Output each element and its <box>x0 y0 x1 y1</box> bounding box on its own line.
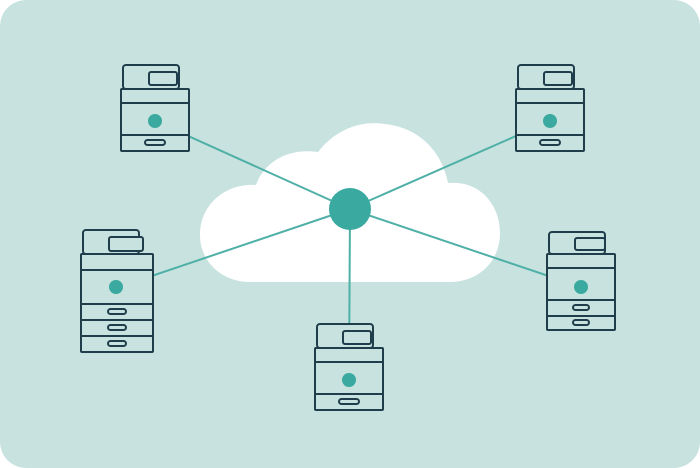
printer-top-right <box>515 64 585 152</box>
printer-connection-dot <box>543 114 557 128</box>
printer-connection-dot <box>574 280 588 294</box>
printer-mid-left <box>80 229 154 353</box>
printer-icon <box>515 64 585 152</box>
printer-mid-right <box>546 231 616 331</box>
link-to-printer-mid-left <box>115 208 351 289</box>
printer-bottom <box>314 323 384 411</box>
printer-icon <box>314 323 384 411</box>
printer-connection-dot <box>109 280 123 294</box>
cloud-hub-icon <box>329 188 371 230</box>
printer-icon <box>80 229 154 353</box>
printer-connection-dot <box>342 373 356 387</box>
printer-connection-dot <box>148 114 162 128</box>
printer-top-left <box>120 64 190 152</box>
printer-icon <box>120 64 190 152</box>
link-to-printer-mid-right <box>349 208 582 288</box>
